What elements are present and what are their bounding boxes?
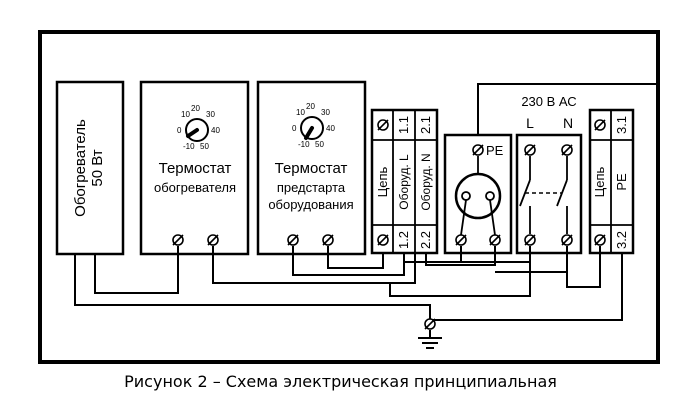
terminal-label-pe: PE <box>614 173 629 191</box>
terminal-num-3-1: 3.1 <box>614 116 629 134</box>
supply-l-label: L <box>526 115 534 131</box>
heater-block: Обогреватель 50 Вт <box>55 80 125 256</box>
svg-text:30: 30 <box>206 110 215 119</box>
terminal-label-circuit: Цепь <box>375 166 390 197</box>
heater-label: Обогреватель <box>72 119 89 217</box>
screw-terminal-icon <box>594 234 606 246</box>
svg-text:-10: -10 <box>183 142 195 151</box>
terminal-num-1-1: 1.1 <box>396 116 411 134</box>
screw-terminal-icon <box>561 144 573 156</box>
supply-switch-block: 230 В АС L N <box>515 94 583 255</box>
terminal-label-circuit-2: Цепь <box>592 166 607 197</box>
screw-terminal-icon <box>172 234 184 246</box>
terminal-block-1: 1.1 2.1 Цепь Оборуд. L Оборуд. N 1.2 2.2 <box>370 108 439 255</box>
wiring-diagram: Обогреватель 50 Вт 10 20 30 0 40 -10 50 … <box>38 30 660 364</box>
heater-thermostat-title: Термостат <box>159 160 232 177</box>
svg-text:0: 0 <box>177 126 182 135</box>
terminal-label-equip-l: Оборуд. L <box>397 154 411 210</box>
prestart-thermostat-title: Термостат <box>275 160 348 177</box>
terminal-block-2: 3.1 Цепь PE 3.2 <box>588 108 635 255</box>
screw-terminal-icon <box>207 234 219 246</box>
screw-terminal-icon <box>524 234 536 246</box>
wiring <box>74 83 658 324</box>
screw-terminal-icon <box>322 234 334 246</box>
prestart-thermostat-block: 10 20 30 0 40 -10 50 Термостат предстарт… <box>256 80 367 256</box>
svg-text:0: 0 <box>292 124 297 133</box>
terminal-num-2-2: 2.2 <box>418 231 433 249</box>
supply-voltage-label: 230 В АС <box>521 94 576 109</box>
svg-text:10: 10 <box>181 110 190 119</box>
thermostat-dial-icon: 10 20 30 0 40 -10 50 <box>177 104 220 151</box>
thermostat-dial-icon: 10 20 30 0 40 -10 50 <box>292 102 335 149</box>
svg-text:40: 40 <box>211 126 220 135</box>
screw-terminal-icon <box>489 234 501 246</box>
socket-block: PE <box>443 133 513 255</box>
terminal-num-1-2: 1.2 <box>396 231 411 249</box>
terminal-num-3-2: 3.2 <box>614 231 629 249</box>
svg-text:20: 20 <box>191 104 200 113</box>
heater-thermostat-block: 10 20 30 0 40 -10 50 Термостат обогреват… <box>139 80 250 256</box>
socket-pe-label: PE <box>486 143 504 158</box>
screw-terminal-icon <box>455 234 467 246</box>
screw-terminal-icon <box>524 144 536 156</box>
screw-terminal-icon <box>377 234 389 246</box>
prestart-thermostat-subtitle-2: оборудования <box>268 197 353 212</box>
screw-terminal-icon <box>561 234 573 246</box>
screw-terminal-icon <box>594 119 606 131</box>
heater-power-label: 50 Вт <box>89 149 106 186</box>
svg-text:50: 50 <box>200 142 209 151</box>
svg-text:30: 30 <box>321 108 330 117</box>
screw-terminal-icon <box>287 234 299 246</box>
heater-thermostat-subtitle: обогревателя <box>154 180 236 195</box>
svg-text:10: 10 <box>296 108 305 117</box>
enclosure-frame <box>38 30 660 364</box>
svg-text:-10: -10 <box>298 140 310 149</box>
screw-terminal-icon <box>377 119 389 131</box>
prestart-thermostat-subtitle-1: предстарта <box>277 180 346 195</box>
svg-text:40: 40 <box>326 124 335 133</box>
terminal-label-equip-n: Оборуд. N <box>419 153 433 210</box>
ground-icon <box>418 318 442 349</box>
terminal-num-2-1: 2.1 <box>418 116 433 134</box>
svg-text:50: 50 <box>315 140 324 149</box>
svg-text:20: 20 <box>306 102 315 111</box>
screw-terminal-icon <box>472 144 484 156</box>
supply-n-label: N <box>563 115 573 131</box>
figure-caption: Рисунок 2 – Схема электрическая принципи… <box>124 372 557 391</box>
